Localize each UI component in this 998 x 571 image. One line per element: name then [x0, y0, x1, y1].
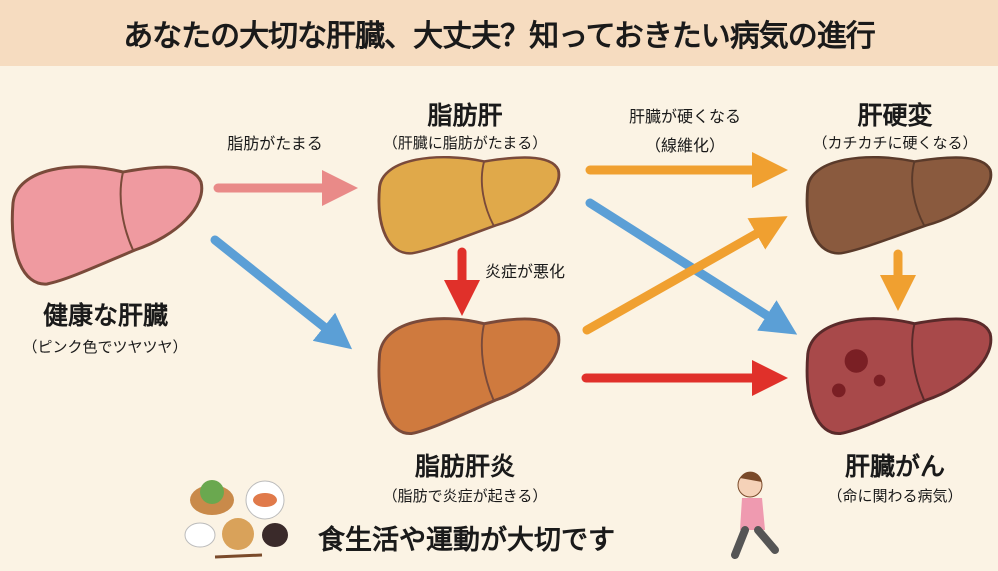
healthy-liver-desc: （ピンク色でツヤツヤ） — [22, 338, 188, 356]
page-title: あなたの大切な肝臓、大丈夫？知っておきたい病気の進行 — [123, 19, 876, 54]
liver-cancer — [805, 317, 993, 436]
arrow-nash-to-cirrhosis — [582, 216, 788, 335]
nash-title: 脂肪肝炎 — [414, 452, 515, 481]
nash-desc: （脂肪で炎症が起きる） — [382, 487, 548, 505]
cirrhosis-title: 肝硬変 — [857, 101, 933, 130]
healthy-liver-title: 健康な肝臓 — [42, 301, 168, 330]
liver-fatty — [377, 155, 561, 255]
liver-cirrhosis — [805, 155, 993, 255]
label-liver-hardens: 肝臓が硬くなる — [628, 107, 741, 126]
label-fibrosis: （線維化） — [644, 136, 725, 155]
tumor — [844, 349, 868, 373]
arrow-healthy-to-nash — [210, 235, 353, 350]
footer-message: 食生活や運動が大切です — [318, 525, 615, 556]
fatty-liver-title: 脂肪肝 — [427, 101, 503, 130]
cancer-desc: （命に関わる病気） — [827, 487, 963, 505]
arrow-fatty-to-cancer — [585, 198, 798, 335]
runner-icon — [731, 471, 779, 559]
label-inflammation-worsens: 炎症が悪化 — [485, 262, 566, 281]
fatty-liver-desc: （肝臓に脂肪がたまる） — [382, 134, 548, 152]
liver-healthy — [10, 165, 204, 286]
label-fat-accumulates: 脂肪がたまる — [227, 134, 323, 153]
cancer-title: 肝臓がん — [844, 452, 945, 481]
title-bar: あなたの大切な肝臓、大丈夫？知っておきたい病気の進行 — [0, 0, 998, 66]
liver-nash — [377, 317, 561, 436]
cirrhosis-desc: （カチカチに硬くなる） — [812, 134, 978, 152]
food-icon — [184, 480, 288, 559]
